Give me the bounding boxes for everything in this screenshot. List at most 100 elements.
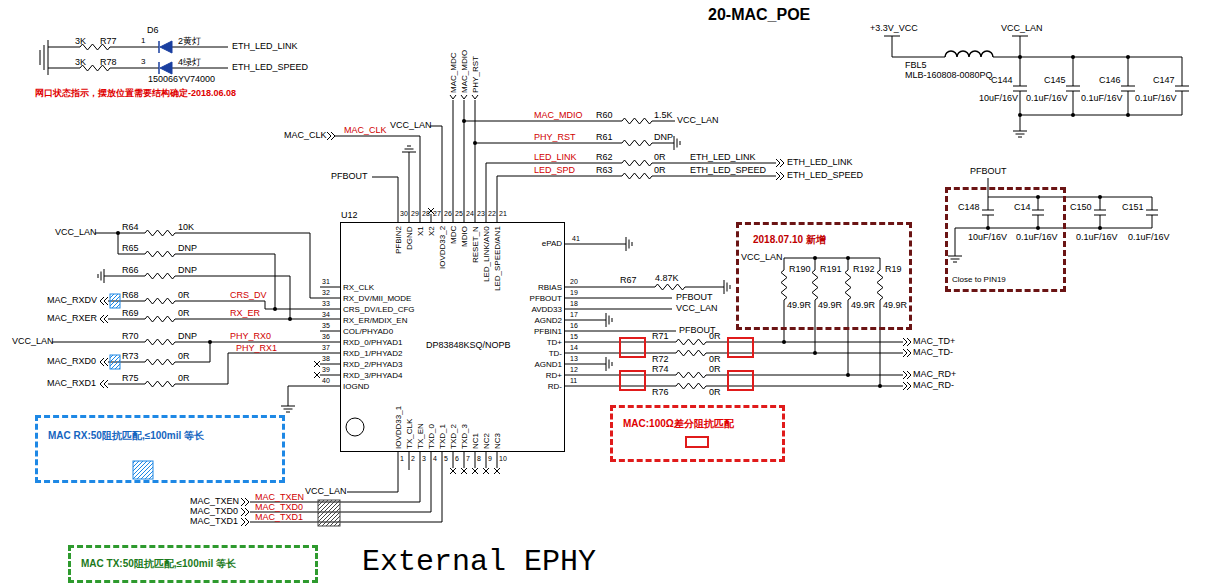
- pin-number: 37: [322, 344, 330, 351]
- resistor-symbol: [812, 270, 818, 300]
- junction-dot: [473, 141, 477, 145]
- ground-symbol: [948, 250, 962, 262]
- junction-dot: [846, 256, 850, 260]
- resistor-symbol: [145, 339, 175, 345]
- impedance-mark-group: [620, 338, 753, 447]
- pin-name: RXD_2/PHYAD3: [343, 360, 402, 369]
- net-label: CRS_DV: [230, 291, 267, 300]
- arrow-marker: [776, 159, 784, 167]
- net-label: MAC_TXEN: [255, 493, 304, 502]
- net-label: DNP: [178, 266, 197, 275]
- pin-name: TX_CLK: [405, 419, 414, 449]
- junction-dot: [986, 226, 990, 230]
- pin-name: CRS_DV/LED_CFG: [343, 305, 415, 314]
- junction-dot: [1126, 113, 1130, 117]
- length-match-mark: [133, 461, 153, 479]
- pin-number: 20: [570, 278, 578, 285]
- impedance-mark: [728, 338, 753, 357]
- resistor-symbol: [676, 350, 706, 356]
- box-text: MAC TX:50阻抗匹配,≤100mil 等长: [81, 558, 236, 569]
- junction-dot: [462, 119, 466, 123]
- resistor-symbol: [676, 339, 706, 345]
- net-label: C14: [1014, 203, 1031, 212]
- net-label: ETH_LED_SPEED: [787, 171, 863, 180]
- length-match-mark: [318, 500, 340, 526]
- net-label: ETH_LED_SPEED: [690, 166, 766, 175]
- resistor-symbol: [622, 118, 652, 124]
- net-label: +3.3V_VCC: [870, 24, 918, 33]
- net-label: MAC_MDIO: [460, 50, 469, 93]
- net-label: C147: [1153, 76, 1175, 85]
- pin-name: LED_SPEED/AN1: [493, 226, 502, 291]
- led-symbol: [158, 41, 160, 74]
- pin-number: 10: [499, 455, 507, 462]
- box-text: 2018.07.10 新增: [753, 234, 826, 245]
- net-label: R77: [100, 37, 117, 46]
- net-label: LED_SPD: [534, 166, 575, 175]
- resistor-symbol: [877, 270, 883, 300]
- net-label: PHY_RST: [534, 133, 576, 142]
- net-label: 3K: [75, 58, 86, 67]
- net-label: ETH_LED_LINK: [690, 153, 756, 162]
- resistor-symbol: [676, 383, 706, 389]
- net-label: 0.1uF/16V: [1026, 94, 1068, 103]
- wire: [250, 452, 500, 522]
- pin-number: 3: [422, 455, 426, 462]
- ground-symbol: [600, 357, 612, 371]
- net-label: R75: [122, 374, 139, 383]
- pin-number: 27: [433, 210, 441, 217]
- net-label: MAC_CLK: [284, 131, 327, 140]
- pin-name: RX_DV/MII_MODE: [343, 294, 411, 303]
- net-label: R64: [122, 223, 139, 232]
- resistor-symbol: [781, 270, 787, 300]
- junction-dot: [1071, 113, 1075, 117]
- ground-symbol: [281, 400, 295, 412]
- pin-name: RESET_N: [471, 226, 480, 263]
- net-label: MAC_MDC: [449, 53, 458, 93]
- resistor-symbol: [622, 160, 652, 166]
- pin-name: X2: [427, 226, 436, 236]
- pin-number: 32: [322, 289, 330, 296]
- pin-number: 36: [322, 333, 330, 340]
- wire: [565, 244, 903, 386]
- net-label: DNP: [654, 133, 673, 142]
- pin-number: 15: [570, 333, 578, 340]
- resistor-symbol: [145, 273, 175, 279]
- pin-number: 26: [444, 210, 452, 217]
- net-label: ETH_LED_SPEED: [232, 63, 308, 72]
- junction-dot: [878, 384, 882, 388]
- junction-dot: [813, 351, 817, 355]
- net-label: 49.9R: [851, 301, 875, 310]
- net-label: 0R: [654, 166, 666, 175]
- arrow-marker: [327, 132, 335, 140]
- net-label: 150066YV74000: [148, 75, 215, 84]
- arrow-marker: [100, 358, 108, 366]
- ground-symbol: [600, 313, 612, 327]
- pin-name: RXD_1/PHYAD2: [343, 349, 402, 358]
- net-label: 0R: [709, 332, 721, 341]
- net-label: PFBOUT: [970, 167, 1007, 176]
- net-label: 1.5K: [654, 111, 673, 120]
- net-label: R69: [122, 309, 139, 318]
- schematic-box: MAC:100Ω差分阻抗匹配: [610, 405, 785, 462]
- junction-group: [116, 55, 1130, 388]
- net-label: LED_LINK: [534, 153, 577, 162]
- pin-number: 33: [322, 300, 330, 307]
- box-text: MAC:100Ω差分阻抗匹配: [623, 418, 734, 429]
- wire: [884, 36, 1189, 125]
- net-label: 0R: [654, 153, 666, 162]
- pin-number: 25: [455, 210, 463, 217]
- pin-number: 28: [422, 210, 430, 217]
- pin-number: 16: [570, 322, 578, 329]
- net-label: C148: [958, 203, 980, 212]
- net-label: PFBOUT: [331, 172, 368, 181]
- net-label: C151: [1122, 203, 1144, 212]
- net-label: 0.1uF/16V: [1076, 233, 1118, 242]
- pin-name: RX_ER/MDIX_EN: [343, 316, 407, 325]
- impedance-mark: [686, 437, 708, 447]
- pin-number: 6: [455, 455, 459, 462]
- arrow-marker: [776, 172, 784, 180]
- arrow-marker: [241, 498, 249, 506]
- resistor-symbol: [145, 359, 175, 365]
